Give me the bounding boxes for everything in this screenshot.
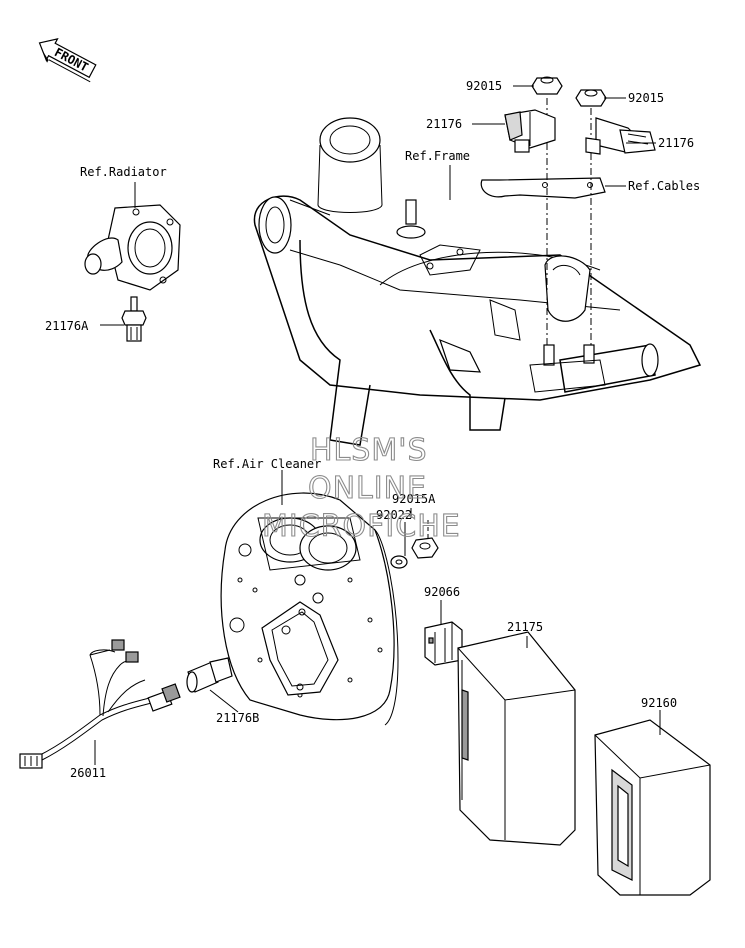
washer-92022 <box>390 555 408 569</box>
label-ref-frame: Ref.Frame <box>405 149 470 163</box>
label-92015-right: 92015 <box>628 91 664 105</box>
nut-92015A <box>411 537 439 559</box>
label-92022: 92022 <box>376 508 412 522</box>
cable-bracket <box>480 177 606 199</box>
watermark-line2: ONLINE <box>308 471 427 506</box>
air-cleaner-case <box>220 492 399 726</box>
label-21176B: 21176B <box>216 711 259 725</box>
watermark: HLSM'S ONLINE MICROFICHE <box>261 432 461 544</box>
sensor-21176-right <box>585 117 656 155</box>
label-92015-left: 92015 <box>466 79 502 93</box>
front-arrow-icon: FRONT <box>38 38 97 83</box>
frame-assembly <box>253 117 702 446</box>
label-ref-radiator: Ref.Radiator <box>80 165 167 179</box>
sensor-21176-left <box>504 109 556 153</box>
label-ref-cables: Ref.Cables <box>628 179 700 193</box>
radiator-thermostat-housing <box>84 204 181 291</box>
watermark-line1: HLSM'S <box>310 433 428 468</box>
label-26011: 26011 <box>70 766 106 780</box>
watermark-line3: MICROFICHE <box>262 509 461 544</box>
ecu-case-92160 <box>594 719 711 896</box>
ecu-21175 <box>457 631 576 846</box>
label-92066: 92066 <box>424 585 460 599</box>
nut-92015-right <box>575 89 607 107</box>
leader-lines <box>94 85 661 765</box>
label-21176-left: 21176 <box>426 117 462 131</box>
label-92015A: 92015A <box>392 492 436 506</box>
sensor-21176B <box>186 657 233 693</box>
label-ref-air-cleaner: Ref.Air Cleaner <box>213 457 321 471</box>
labels: 92015 92015 21176 21176 Ref.Frame Ref.Ca… <box>45 79 700 780</box>
nut-92015-left <box>531 76 563 95</box>
wiring-harness-26011 <box>19 639 181 769</box>
front-label: FRONT <box>52 45 90 74</box>
connector-92066 <box>424 621 463 666</box>
temp-sensor-21176A <box>121 296 147 342</box>
label-92160: 92160 <box>641 696 677 710</box>
label-21176-right: 21176 <box>658 136 694 150</box>
label-21176A: 21176A <box>45 319 89 333</box>
label-21175: 21175 <box>507 620 543 634</box>
